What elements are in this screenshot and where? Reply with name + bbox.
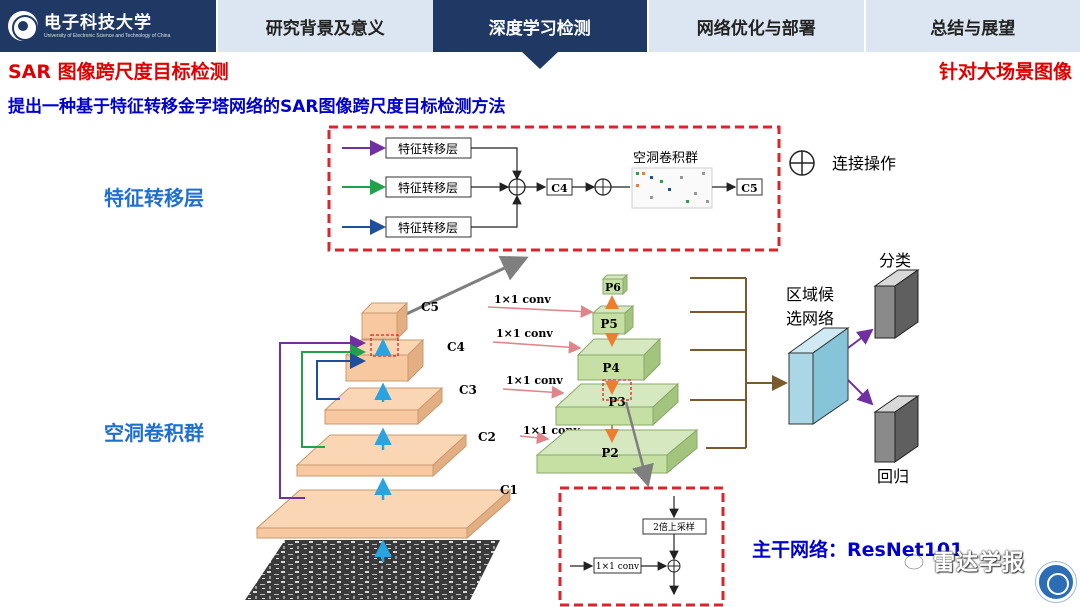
concat-legend-label: 连接操作: [832, 154, 896, 173]
conv-label: 1×1 conv: [496, 327, 553, 340]
p3-label: P3: [608, 395, 625, 409]
feature-transfer-label: 特征转移层: [398, 180, 458, 195]
p4-label: P4: [602, 361, 619, 375]
p2-label: P2: [601, 446, 618, 460]
regress-label: 回归: [877, 467, 909, 486]
c4-box-label: C4: [551, 182, 568, 195]
feature-transfer-panel: 特征转移层 特征转移层 特征转移层 C4 空洞卷积群: [327, 125, 781, 252]
concat-legend: 连接操作: [789, 150, 896, 176]
university-logo: 电子科技大学 University of Electronic Science …: [0, 0, 216, 52]
c5-label: C5: [421, 300, 439, 314]
upsample-panel: 2倍上采样 1×1 conv: [558, 486, 725, 607]
backbone-label: 主干网络：ResNet101: [752, 539, 964, 561]
wechat-icon: [904, 554, 932, 574]
dilated-group-label: 空洞卷积群: [633, 150, 698, 166]
pyramid-to-rpn-connector: [690, 277, 788, 449]
tab-summary-outlook[interactable]: 总结与展望: [863, 0, 1080, 52]
c5-box-label: C5: [741, 182, 757, 195]
rpn-label-line2: 选网络: [786, 309, 834, 328]
p5-label: P5: [600, 317, 617, 331]
university-english-name: University of Electronic Science and Tec…: [44, 33, 171, 39]
dilated-conv-grid-icon: [631, 167, 713, 209]
label-feature-transfer: 特征转移层: [104, 186, 204, 210]
feature-transfer-label: 特征转移层: [398, 141, 458, 156]
classify-label: 分类: [879, 251, 911, 270]
slide-subtitle: 提出一种基于特征转移金字塔网络的SAR图像跨尺度目标检测方法: [8, 97, 506, 117]
backbone-pyramid: C1 C2 C3 C4 C5: [245, 300, 518, 600]
feature-transfer-box-1: 特征转移层: [385, 137, 472, 159]
concat-node-icon: [594, 178, 612, 196]
university-seal-icon: [8, 11, 38, 41]
c3-label: C3: [459, 383, 477, 397]
feature-transfer-box-3: 特征转移层: [385, 216, 472, 238]
tab-network-optimization[interactable]: 网络优化与部署: [647, 0, 864, 52]
slide-title-right: 针对大场景图像: [938, 61, 1072, 83]
feature-transfer-box-2: 特征转移层: [385, 176, 472, 198]
conv-label: 1×1 conv: [494, 293, 551, 306]
sum-node-icon: [508, 178, 526, 196]
p6-label: P6: [605, 281, 621, 294]
top-nav-bar: 电子科技大学 University of Electronic Science …: [0, 0, 1080, 69]
conv-label: 1×1 conv: [506, 374, 563, 387]
upsample-conv-label: 1×1 conv: [596, 562, 640, 572]
tab-research-background[interactable]: 研究背景及意义: [216, 0, 433, 52]
university-name: 电子科技大学: [44, 13, 152, 33]
feature-pyramid: P2 P3 P4 P5 P6: [535, 273, 699, 475]
regress-block: 回归: [873, 395, 920, 486]
watermark-text: 雷达学报: [933, 551, 1026, 576]
upsample-label: 2倍上采样: [653, 521, 695, 533]
feature-transfer-label: 特征转移层: [398, 220, 458, 235]
sum-node-icon: [667, 559, 681, 573]
rpn-block: 区域候 选网络: [786, 285, 850, 425]
label-dilated-conv-group: 空洞卷积群: [104, 421, 204, 445]
journal-logo-icon: [1036, 562, 1076, 602]
c4-label: C4: [447, 340, 465, 354]
slide-title: SAR 图像跨尺度目标检测: [8, 61, 229, 83]
c2-label: C2: [478, 430, 496, 444]
c1-label: C1: [500, 483, 518, 497]
tab-deep-learning-detection[interactable]: 深度学习检测: [432, 0, 647, 69]
rpn-label-line1: 区域候: [786, 285, 834, 304]
sar-input-image: [245, 540, 500, 600]
classify-block: 分类: [873, 251, 920, 339]
